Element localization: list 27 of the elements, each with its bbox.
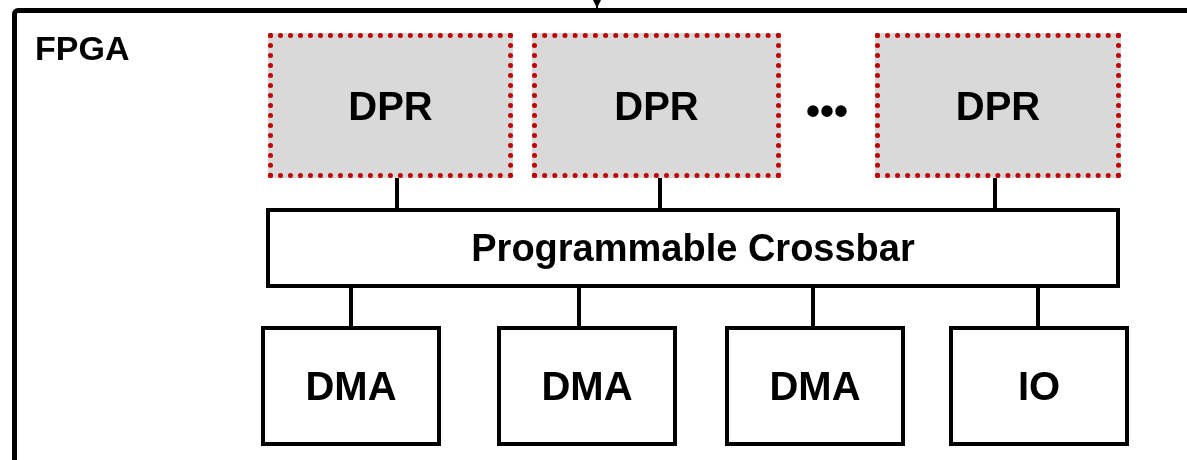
- module-box: [261, 326, 441, 446]
- connector-line: [395, 178, 399, 208]
- node-label: DMA: [769, 366, 861, 406]
- input-arrow: [591, 0, 603, 9]
- node-label: Programmable Crossbar: [471, 229, 915, 267]
- module-box: [497, 326, 677, 446]
- connector-line: [577, 288, 581, 326]
- node-label: DMA: [305, 366, 397, 406]
- node-label: DMA: [541, 366, 633, 406]
- node-label: DPR: [614, 85, 699, 126]
- connector-line: [811, 288, 815, 326]
- dpr-region-box: [268, 33, 513, 178]
- container-title: FPGA: [35, 31, 130, 65]
- module-box: [949, 326, 1129, 446]
- dpr-region-box: [875, 33, 1121, 178]
- dpr-region-box: [532, 33, 781, 178]
- connector-line: [1036, 288, 1040, 326]
- node-label: IO: [1017, 366, 1061, 406]
- connector-line: [658, 178, 662, 208]
- connector-line: [349, 288, 353, 326]
- ellipsis-dots: •••: [806, 91, 848, 131]
- crossbar-box: [266, 208, 1120, 288]
- node-label: DPR: [348, 85, 433, 126]
- node-label: DPR: [955, 85, 1041, 126]
- fpga-container: [12, 8, 1187, 460]
- connector-line: [993, 178, 997, 208]
- module-box: [725, 326, 905, 446]
